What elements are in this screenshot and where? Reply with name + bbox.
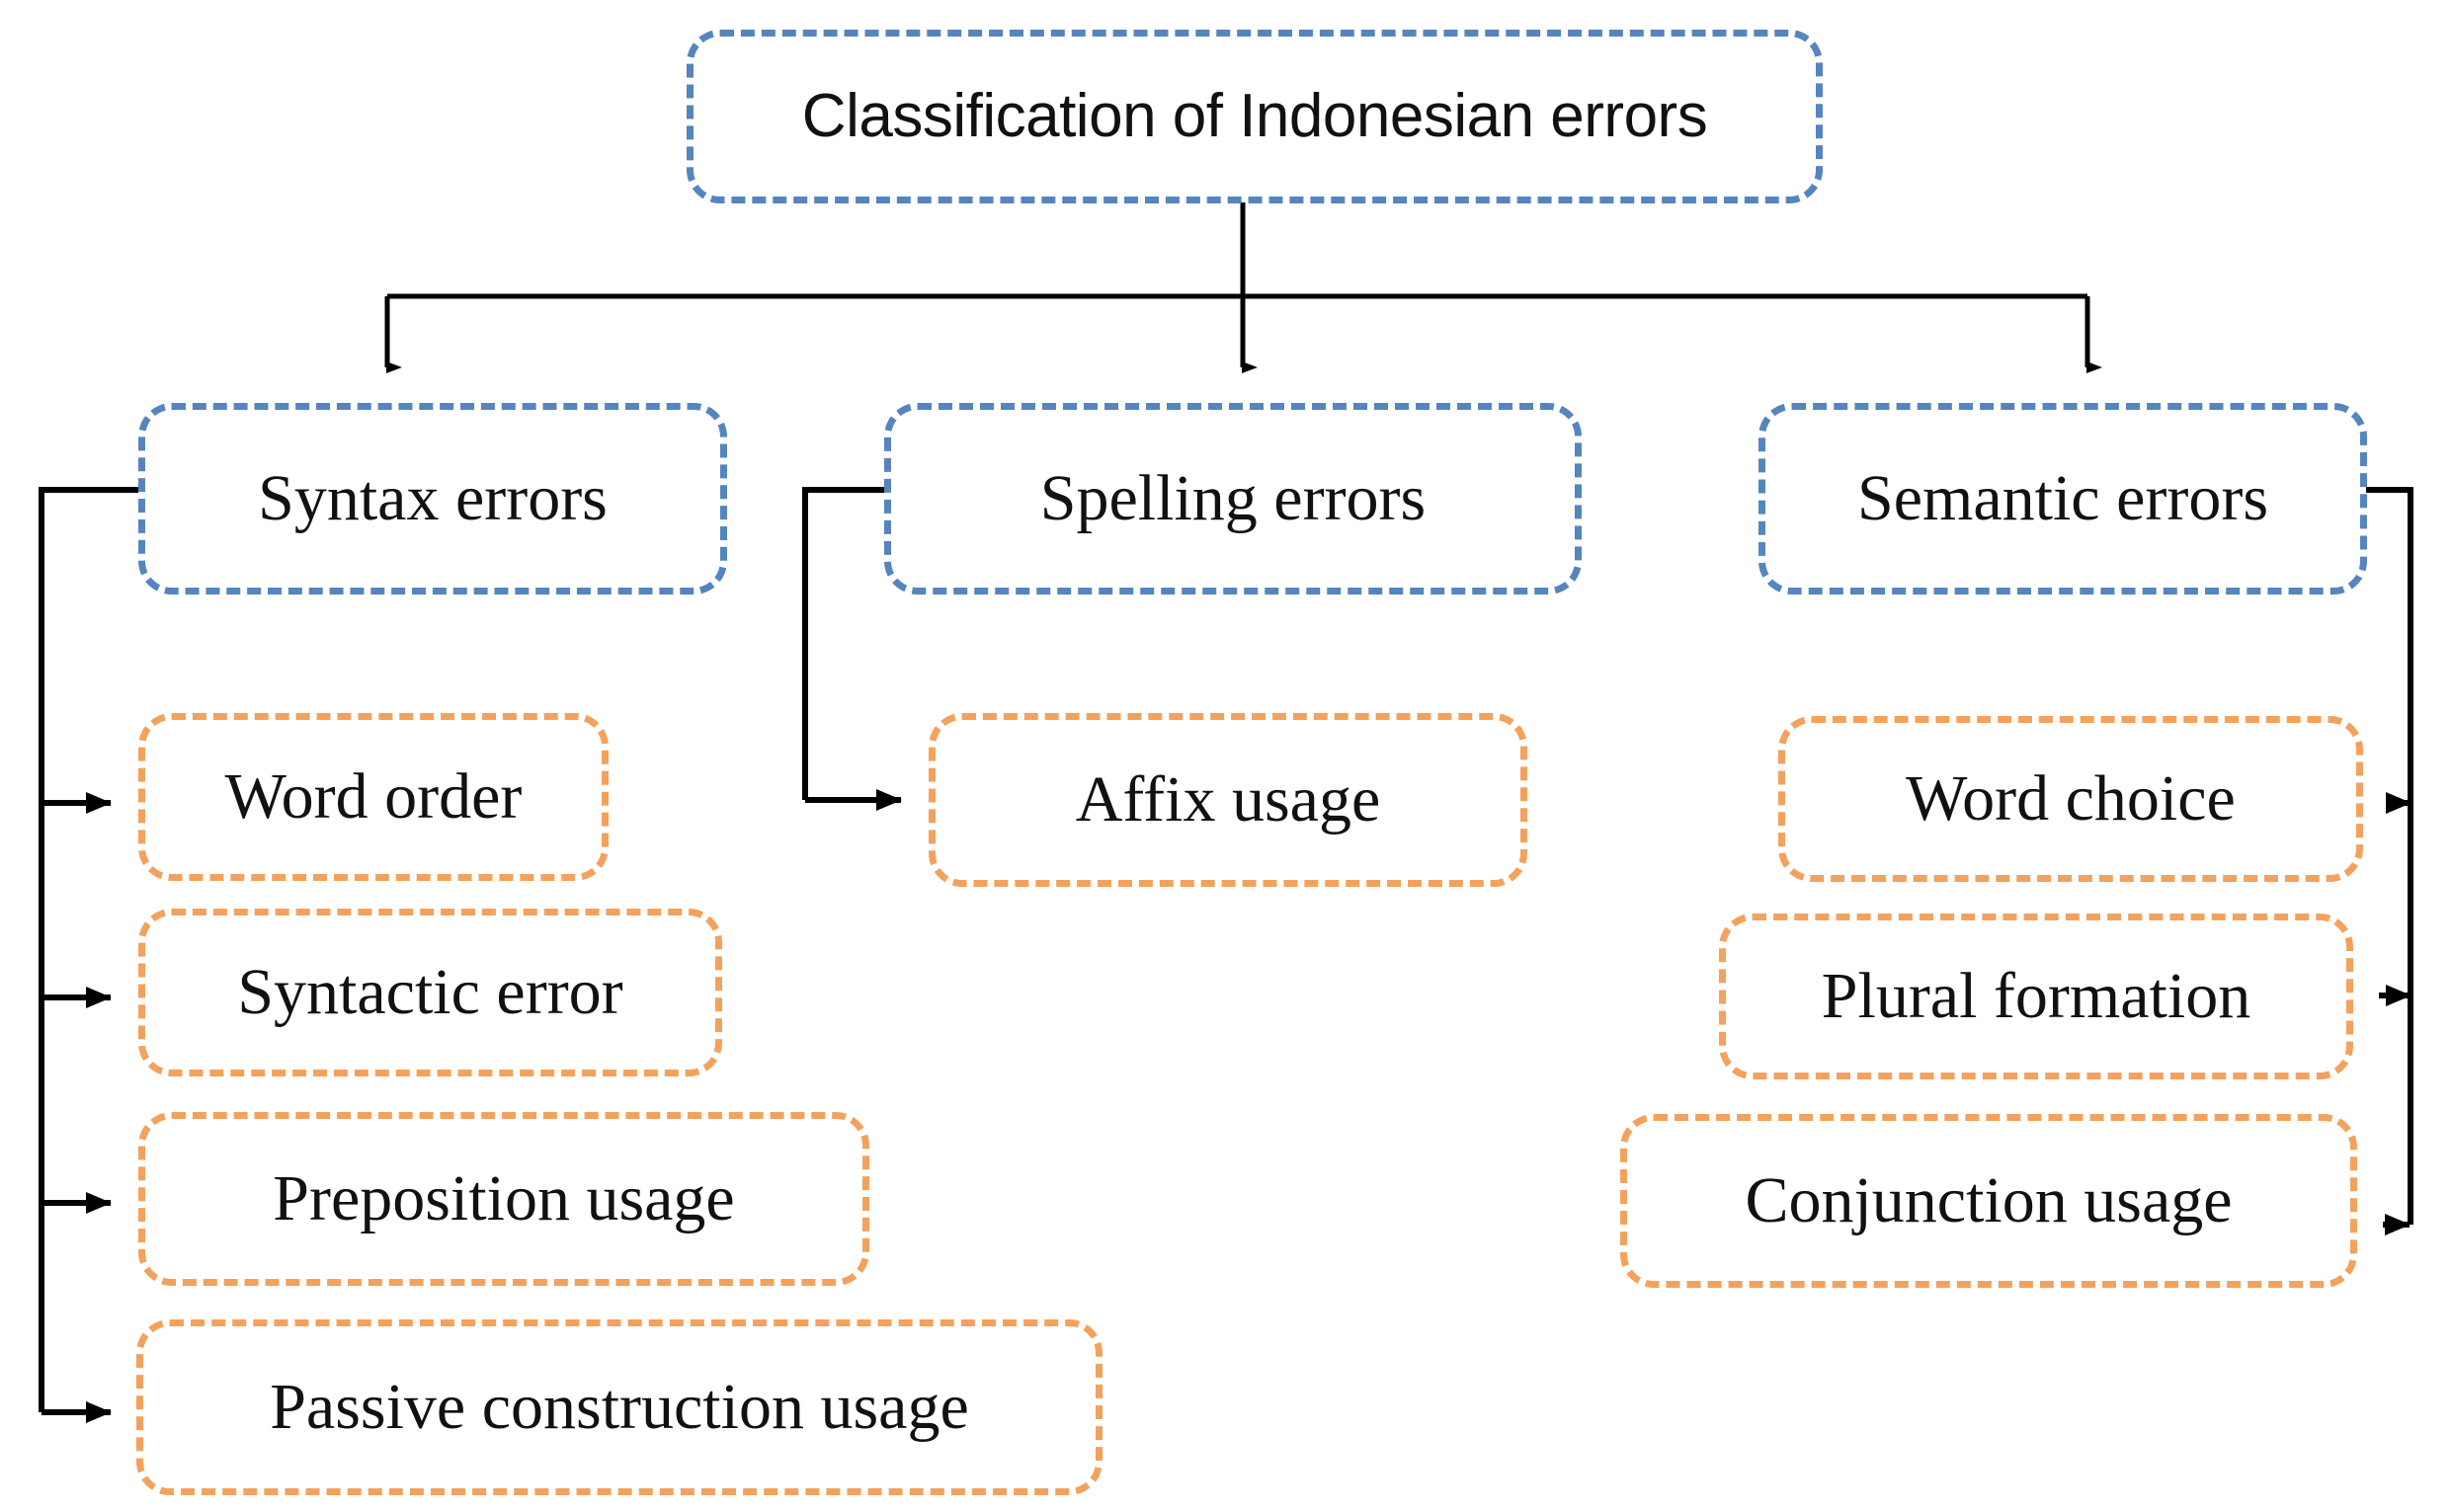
- node-conjunction-usage-label: Conjunction usage: [1745, 1164, 2233, 1237]
- node-plural-formation[interactable]: Plural formation: [1719, 914, 2353, 1079]
- node-preposition-usage[interactable]: Preposition usage: [138, 1112, 869, 1286]
- node-affix-usage[interactable]: Affix usage: [929, 713, 1527, 887]
- node-semantic-errors[interactable]: Semantic errors: [1758, 403, 2367, 595]
- node-syntactic-error-label: Syntactic error: [237, 956, 623, 1029]
- node-syntax-errors-label: Syntax errors: [258, 462, 608, 535]
- syntax-branch-connectors: [39, 487, 138, 1423]
- node-semantic-errors-label: Semantic errors: [1856, 462, 2268, 535]
- node-syntax-errors[interactable]: Syntax errors: [138, 403, 727, 595]
- node-word-choice[interactable]: Word choice: [1778, 716, 2363, 882]
- node-spelling-errors[interactable]: Spelling errors: [884, 403, 1582, 595]
- node-root[interactable]: Classification of Indonesian errors: [687, 30, 1823, 203]
- node-passive-construction-usage-label: Passive construction usage: [270, 1371, 969, 1444]
- semantic-branch-connectors: [2366, 487, 2413, 1235]
- node-affix-usage-label: Affix usage: [1075, 763, 1381, 836]
- node-word-order-label: Word order: [224, 760, 523, 834]
- node-preposition-usage-label: Preposition usage: [273, 1162, 735, 1235]
- node-passive-construction-usage[interactable]: Passive construction usage: [136, 1319, 1103, 1495]
- node-syntactic-error[interactable]: Syntactic error: [138, 909, 722, 1076]
- spelling-spine: [802, 487, 884, 800]
- node-word-order[interactable]: Word order: [138, 713, 609, 881]
- semantic-spine: [2366, 487, 2413, 1225]
- node-plural-formation-label: Plural formation: [1821, 960, 2251, 1033]
- node-word-choice-label: Word choice: [1906, 762, 2236, 836]
- node-conjunction-usage[interactable]: Conjunction usage: [1620, 1114, 2357, 1288]
- syntax-spine: [39, 487, 138, 1412]
- node-root-label: Classification of Indonesian errors: [801, 82, 1708, 151]
- node-spelling-errors-label: Spelling errors: [1039, 462, 1427, 535]
- root-to-level2-connectors: [384, 202, 2102, 373]
